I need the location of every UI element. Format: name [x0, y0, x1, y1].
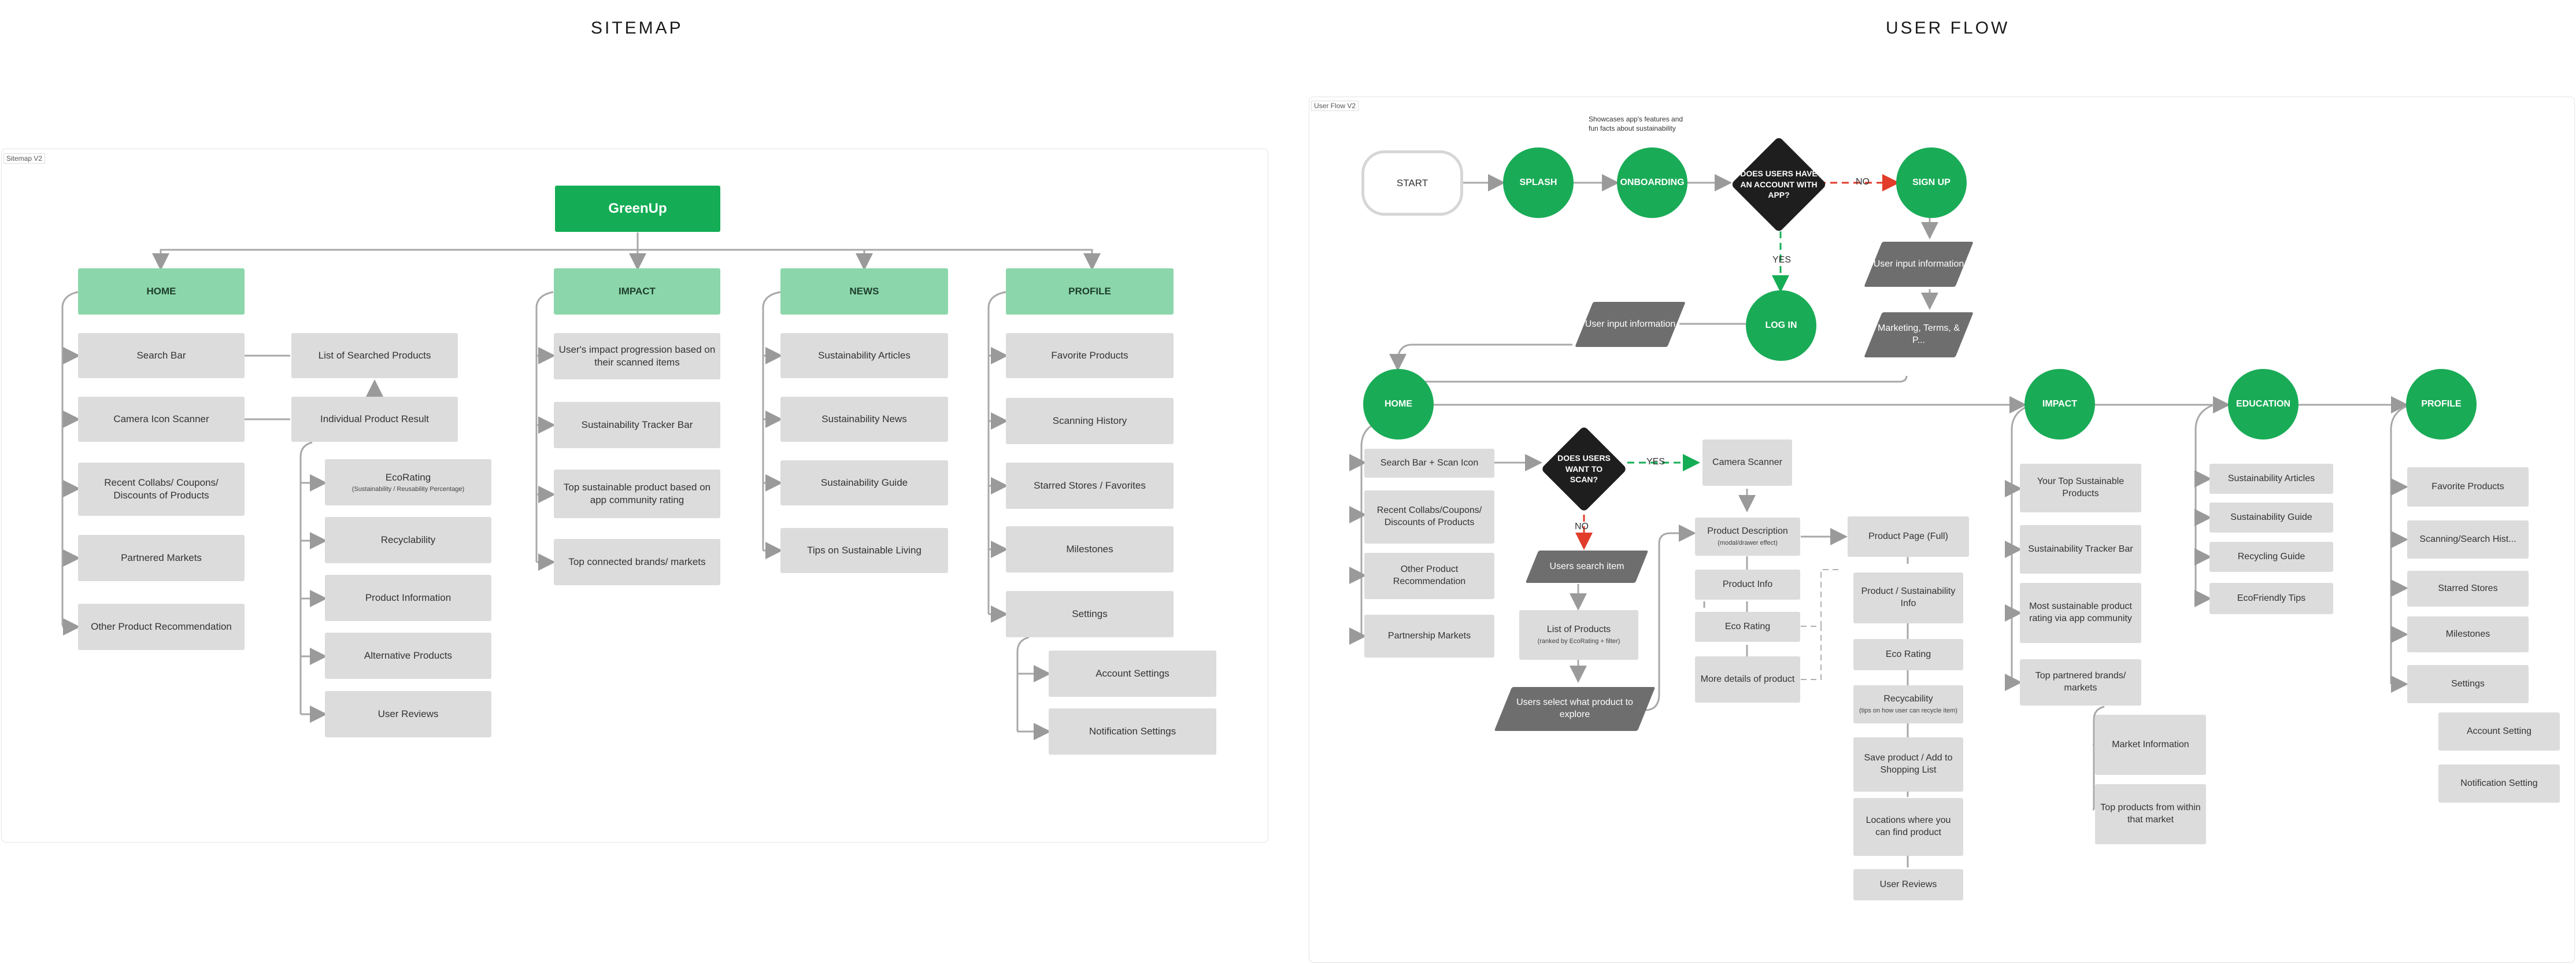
sitemap-settings-item: Notification Settings — [1049, 708, 1216, 755]
user-input-b: User input information — [1585, 319, 1676, 329]
uf-profile-item: Favorite Products — [2407, 467, 2529, 507]
sitemap-home-item: Recent Collabs/ Coupons/ Discounts of Pr… — [78, 463, 245, 516]
sitemap-result-ecorating: EcoRating (Sustainability / Reusability … — [325, 459, 491, 505]
uf-impact-item: Sustainability Tracker Bar — [2020, 525, 2141, 574]
uf-camera-scanner: Camera Scanner — [1702, 439, 1792, 486]
sitemap-category-profile: PROFILE — [1006, 268, 1174, 315]
sitemap-news-item: Sustainability News — [780, 397, 948, 442]
userflow-education: EDUCATION — [2228, 369, 2299, 439]
sitemap-category-news: NEWS — [780, 268, 948, 315]
label-scan-no: NO — [1575, 522, 1589, 531]
user-input-a: User input information — [1873, 258, 1964, 269]
decision-want-scan: DOES USERS WANT TO SCAN? — [1540, 425, 1628, 513]
sitemap-profile-item: Starred Stores / Favorites — [1006, 463, 1174, 509]
sitemap-profile-item: Scanning History — [1006, 398, 1174, 444]
sitemap-home-item: Partnered Markets — [78, 535, 245, 581]
uf-page-item: Save product / Add to Shopping List — [1853, 737, 1963, 792]
sitemap-list-searched-products: List of Searched Products — [291, 333, 458, 378]
uf-page-recycability: Recycability (tips on how user can recyc… — [1853, 685, 1963, 723]
uf-page-item: Locations where you can find product — [1853, 798, 1963, 856]
userflow-profile: PROFILE — [2406, 369, 2477, 439]
uf-impact-item: Top partnered brands/ markets — [2020, 659, 2141, 706]
uf-profile-setting-item: Account Setting — [2438, 712, 2560, 751]
uf-desc-item: Eco Rating — [1695, 612, 1800, 642]
sitemap-individual-product-result: Individual Product Result — [291, 397, 458, 442]
uf-home-item: Search Bar + Scan Icon — [1364, 449, 1494, 478]
uf-profile-item: Starred Stores — [2407, 571, 2529, 607]
uf-profile-item: Milestones — [2407, 616, 2529, 652]
uf-desc-item: More details of product — [1695, 656, 1800, 703]
sitemap-impact-item: Sustainability Tracker Bar — [554, 402, 720, 448]
uf-product-description: Product Description (modal/drawer effect… — [1695, 518, 1800, 556]
uf-education-item: EcoFriendly Tips — [2209, 583, 2333, 614]
uf-product-page: Product Page (Full) — [1848, 516, 1969, 557]
uf-education-item: Recycling Guide — [2209, 542, 2333, 572]
sitemap-profile-item: Favorite Products — [1006, 333, 1174, 378]
sitemap-home-item: Camera Icon Scanner — [78, 397, 245, 442]
label-scan-yes: YES — [1646, 457, 1665, 467]
sitemap-settings-item: Account Settings — [1049, 651, 1216, 697]
sitemap-result-item: Product Information — [325, 575, 491, 621]
sitemap-result-item: Recyclability — [325, 517, 491, 563]
users-select-product: Users select what product to explore — [1516, 697, 1633, 719]
uf-education-item: Sustainability Articles — [2209, 464, 2333, 494]
uf-list-of-products: List of Products (ranked by EcoRating + … — [1519, 610, 1638, 660]
sitemap-root: GreenUp — [555, 186, 720, 232]
sitemap-profile-item: Milestones — [1006, 526, 1174, 573]
uf-home-item: Recent Collabs/Coupons/ Discounts of Pro… — [1364, 490, 1494, 544]
userflow-onboarding: ONBOARDING — [1617, 147, 1687, 218]
decision-has-account: DOES USERS HAVE AN ACCOUNT WITH APP? — [1730, 136, 1827, 233]
userflow-home: HOME — [1363, 369, 1434, 439]
sitemap-impact-item: User's impact progression based on their… — [554, 333, 720, 379]
users-search-item: Users search item — [1549, 561, 1624, 571]
onboarding-note: Showcases app's features and fun facts a… — [1589, 115, 1683, 133]
label-yes: YES — [1772, 255, 1792, 265]
sitemap-title: SITEMAP — [591, 19, 683, 38]
userflow-login: LOG IN — [1746, 290, 1816, 361]
userflow-start: START — [1361, 150, 1463, 216]
sitemap-category-home: HOME — [78, 268, 245, 315]
label-no: NO — [1856, 177, 1870, 187]
uf-home-item: Other Product Recommendation — [1364, 553, 1494, 599]
uf-impact-sub-item: Top products from within that market — [2095, 784, 2206, 844]
uf-impact-item: Most sustainable product rating via app … — [2020, 583, 2141, 643]
sitemap-news-item: Sustainability Guide — [780, 460, 948, 505]
sitemap-result-item: User Reviews — [325, 691, 491, 737]
uf-page-item: Product / Sustainability Info — [1853, 573, 1963, 623]
uf-profile-item: Scanning/Search Hist... — [2407, 520, 2529, 559]
sitemap-home-item: Other Product Recommendation — [78, 604, 245, 650]
uf-profile-item: Settings — [2407, 665, 2529, 703]
uf-page-item: User Reviews — [1853, 869, 1963, 900]
uf-impact-item: Your Top Sustainable Products — [2020, 464, 2141, 512]
sitemap-frame-label: Sitemap V2 — [3, 153, 46, 164]
uf-home-item: Partnership Markets — [1364, 615, 1494, 658]
uf-desc-item: Product Info — [1695, 570, 1800, 600]
userflow-frame-label: User Flow V2 — [1311, 101, 1359, 111]
sitemap-profile-item: Settings — [1006, 591, 1174, 637]
sitemap-category-impact: IMPACT — [554, 268, 720, 315]
sitemap-news-item: Tips on Sustainable Living — [780, 528, 948, 573]
uf-education-item: Sustainability Guide — [2209, 503, 2333, 533]
userflow-signup: SIGN UP — [1896, 147, 1967, 218]
sitemap-home-item: Search Bar — [78, 333, 245, 378]
uf-impact-sub-item: Market Information — [2095, 715, 2206, 775]
sitemap-impact-item: Top connected brands/ markets — [554, 539, 720, 585]
userflow-title: USER FLOW — [1886, 19, 2010, 38]
marketing-terms: Marketing, Terms, & P... — [1878, 323, 1960, 345]
uf-profile-setting-item: Notification Setting — [2438, 764, 2560, 803]
sitemap-result-item: Alternative Products — [325, 633, 491, 679]
sitemap-news-item: Sustainability Articles — [780, 333, 948, 378]
uf-page-item: Eco Rating — [1853, 639, 1963, 670]
sitemap-impact-item: Top sustainable product based on app com… — [554, 470, 720, 518]
userflow-impact: IMPACT — [2024, 369, 2095, 439]
userflow-splash: SPLASH — [1503, 147, 1574, 218]
